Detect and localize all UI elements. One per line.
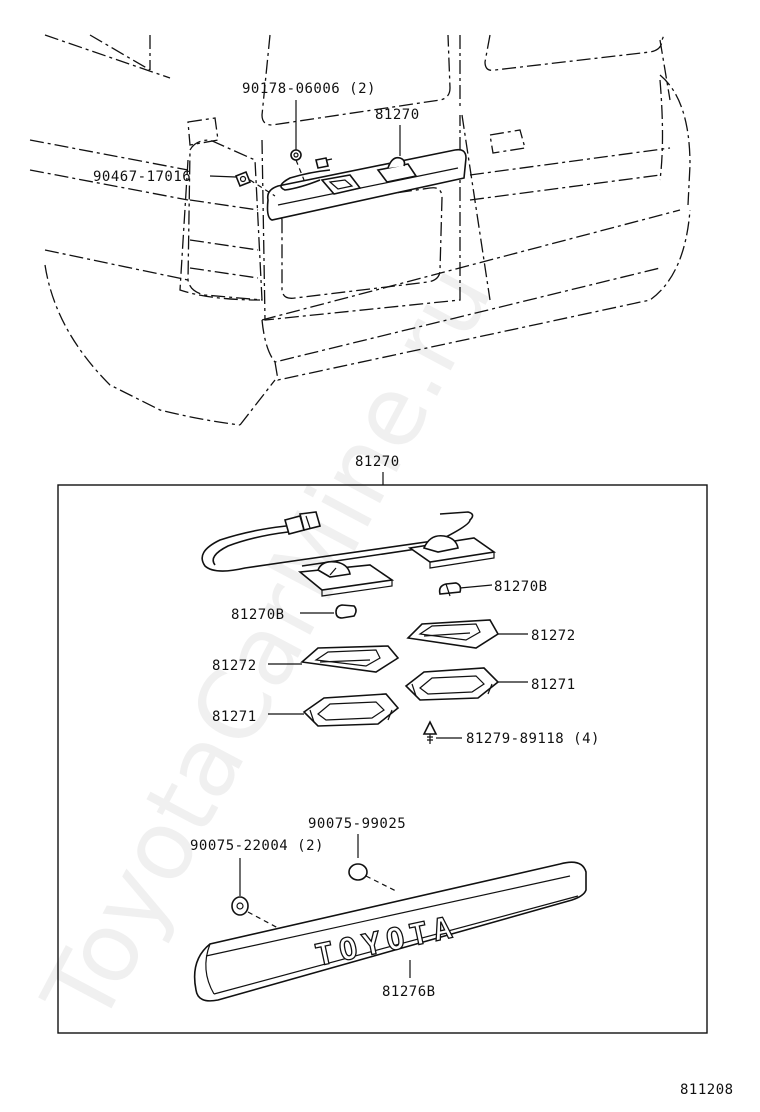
label-housing-right: 81271	[531, 677, 576, 693]
screw	[422, 720, 462, 744]
housing-left	[268, 693, 400, 727]
label-nut-right: 90075-99025	[308, 816, 406, 832]
housing-right	[404, 667, 528, 701]
lamp-socket-right	[407, 534, 497, 569]
label-nut-left: 90075-22004 (2)	[190, 838, 324, 854]
diagram-code: 811208	[680, 1082, 734, 1098]
label-bolt-top: 90178-06006 (2)	[242, 81, 376, 97]
nut-left	[231, 858, 279, 929]
label-lens-left: 81272	[212, 658, 257, 674]
vehicle-rear-view	[29, 34, 691, 426]
label-bulb-right: 81270B	[494, 579, 548, 595]
label-garnish: 81276B	[382, 984, 436, 1000]
garnish: TOYOTA	[193, 861, 587, 1002]
vehicle-garnish-assembly	[234, 148, 467, 221]
lens-right	[406, 619, 528, 649]
bulb-right	[438, 582, 493, 597]
label-assembly-top: 81270	[375, 107, 420, 123]
label-lens-right: 81272	[531, 628, 576, 644]
lamp-socket-left	[297, 560, 395, 597]
exploded-view-frame	[57, 484, 708, 1034]
lens-left	[268, 645, 400, 673]
label-screw: 81279-89118 (4)	[466, 731, 600, 747]
label-housing-left: 81271	[212, 709, 257, 725]
bulb-left	[300, 604, 357, 619]
label-bulb-left: 81270B	[231, 607, 285, 623]
nut-right	[348, 834, 399, 893]
label-clip-top: 90467-17016	[93, 169, 191, 185]
label-assembly-box: 81270	[355, 454, 400, 470]
